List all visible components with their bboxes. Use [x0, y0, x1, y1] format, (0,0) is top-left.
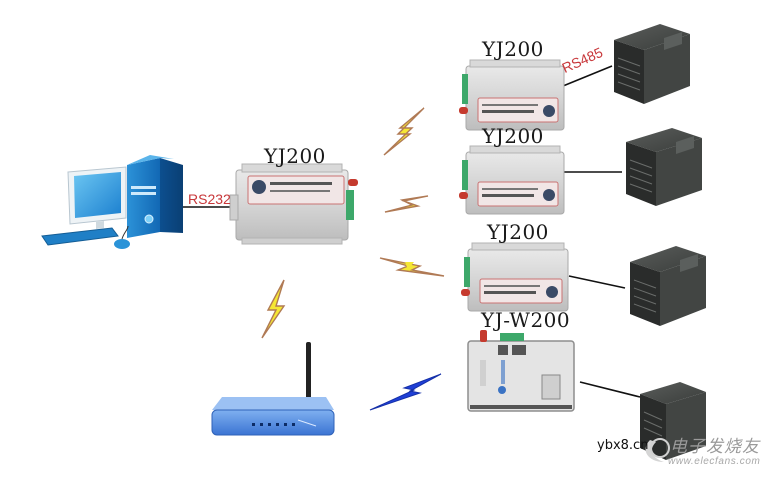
wireless-signal-bolt-4	[261, 279, 286, 339]
gprs-modem-remote-3	[461, 242, 569, 312]
wireless-signal-bolt-3	[379, 257, 445, 277]
plc-icon-1	[614, 24, 690, 104]
plc-icon-3	[630, 246, 706, 326]
wireless-router-icon	[211, 342, 335, 436]
watermark-brand: 电子发烧友	[670, 437, 760, 456]
link-wifi-plc4	[579, 381, 641, 398]
wireless-signal-bolt-1	[383, 107, 425, 156]
elecfans-logo-swoosh	[645, 438, 670, 462]
remote-modem-2-label: YJ200	[482, 124, 544, 148]
watermark-url: www.elecfans.com	[668, 456, 761, 467]
wifi-modem-label: YJ-W200	[481, 308, 571, 332]
wireless-signal-bolt-blue	[369, 373, 442, 411]
plc-icon-4	[640, 382, 706, 460]
remote-modem-1-label: YJ200	[482, 37, 544, 61]
desktop-computer-icon	[41, 155, 183, 249]
wireless-signal-bolt-2	[384, 195, 429, 213]
wifi-modem	[467, 330, 575, 412]
remote-modem-3-label: YJ200	[487, 220, 549, 244]
gprs-modem-remote-1	[459, 59, 565, 131]
rs232-link-label: RS232	[188, 191, 231, 207]
gprs-modem-remote-2	[459, 145, 565, 215]
watermark-site: ybx8.cn	[597, 438, 649, 453]
plc-icon-2	[626, 128, 702, 206]
link-modem3-plc3	[568, 275, 626, 289]
link-modem1-plc1	[562, 65, 613, 87]
main-modem-label: YJ200	[264, 144, 326, 168]
gprs-modem-main	[229, 163, 358, 245]
